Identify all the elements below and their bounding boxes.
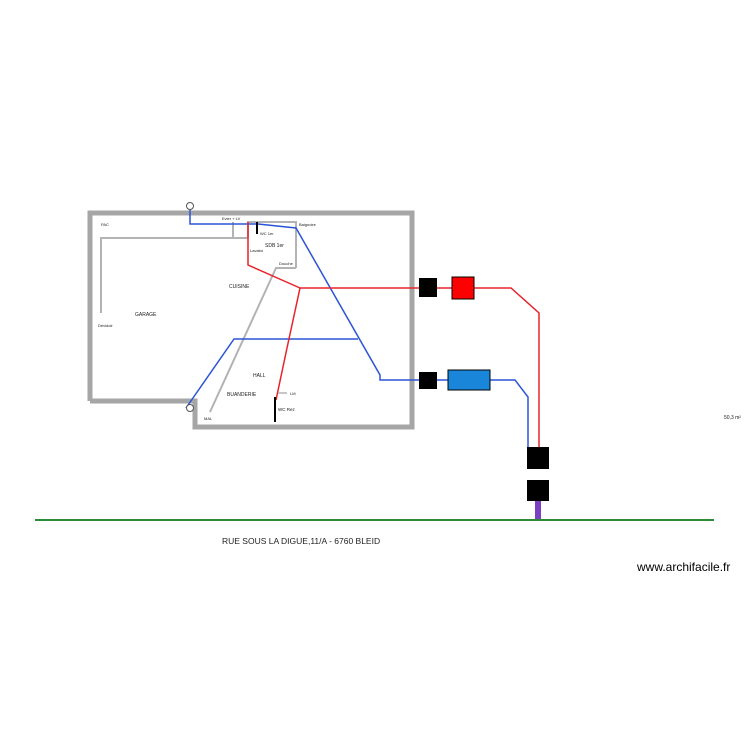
top-connection-node — [186, 202, 194, 210]
room-label-garage: GARAGE — [135, 312, 157, 318]
hot-valve-box — [419, 278, 437, 297]
house-walls — [87, 210, 415, 430]
hot-to-meter — [462, 287, 540, 459]
room-label-wc-first: WC 1er — [260, 231, 274, 236]
fixture-label-evier-lv: Evier + LV — [222, 216, 241, 221]
fixture-label-lavabo: Lavabo — [250, 248, 264, 253]
equipment — [419, 276, 549, 501]
room-label-hall: HALL — [253, 373, 266, 379]
watermark: www.archifacile.fr — [636, 560, 730, 574]
fixture-label-baignoire: Baignoire — [299, 222, 317, 227]
cold-water-pipes — [185, 206, 529, 459]
room-label-wc-rez: WC Rez — [278, 407, 295, 412]
area-label: 50,3 m² — [724, 415, 741, 421]
room-label-buanderie: BUANDERIE — [227, 392, 257, 398]
room-label-cuisine: CUISINE — [229, 284, 250, 290]
meter-box-lower — [527, 480, 549, 501]
address-label: RUE SOUS LA DIGUE,11/A - 6760 BLEID — [222, 536, 380, 546]
room-labels: GARAGE CUISINE HALL BUANDERIE SDB 1er WC… — [135, 231, 295, 412]
meter-box-upper — [527, 447, 549, 469]
hot-wc-rez — [275, 287, 301, 401]
cold-hall-run — [185, 338, 358, 409]
outer-wall — [87, 210, 415, 430]
hot-sdb-loop — [247, 222, 301, 289]
fixture-labels: PAC Evier + LV Baignoire Lavabo Douche D… — [98, 216, 317, 421]
fixture-label-mal: MAL — [204, 416, 213, 421]
water-tank-box — [447, 369, 491, 391]
fixture-label-pac: PAC — [101, 222, 109, 227]
boiler-box — [451, 276, 475, 300]
fixture-label-lm: LM — [290, 391, 296, 396]
cold-inlet-top — [189, 206, 258, 225]
fixture-label-douche: Douche — [279, 261, 294, 266]
fixture-label-devidoir: Dévidoir — [98, 323, 113, 328]
drain-diagonal — [209, 267, 296, 413]
cold-to-meter — [469, 379, 529, 459]
drain-pipes — [100, 221, 297, 413]
cold-diagonal-main — [257, 223, 428, 381]
drain-top-run — [100, 237, 248, 313]
room-label-sdb: SDB 1er — [265, 243, 284, 249]
cold-valve-box — [419, 372, 437, 389]
bottom-connection-node — [186, 404, 194, 412]
hot-water-pipes — [247, 222, 540, 459]
wc-markers — [256, 222, 276, 422]
